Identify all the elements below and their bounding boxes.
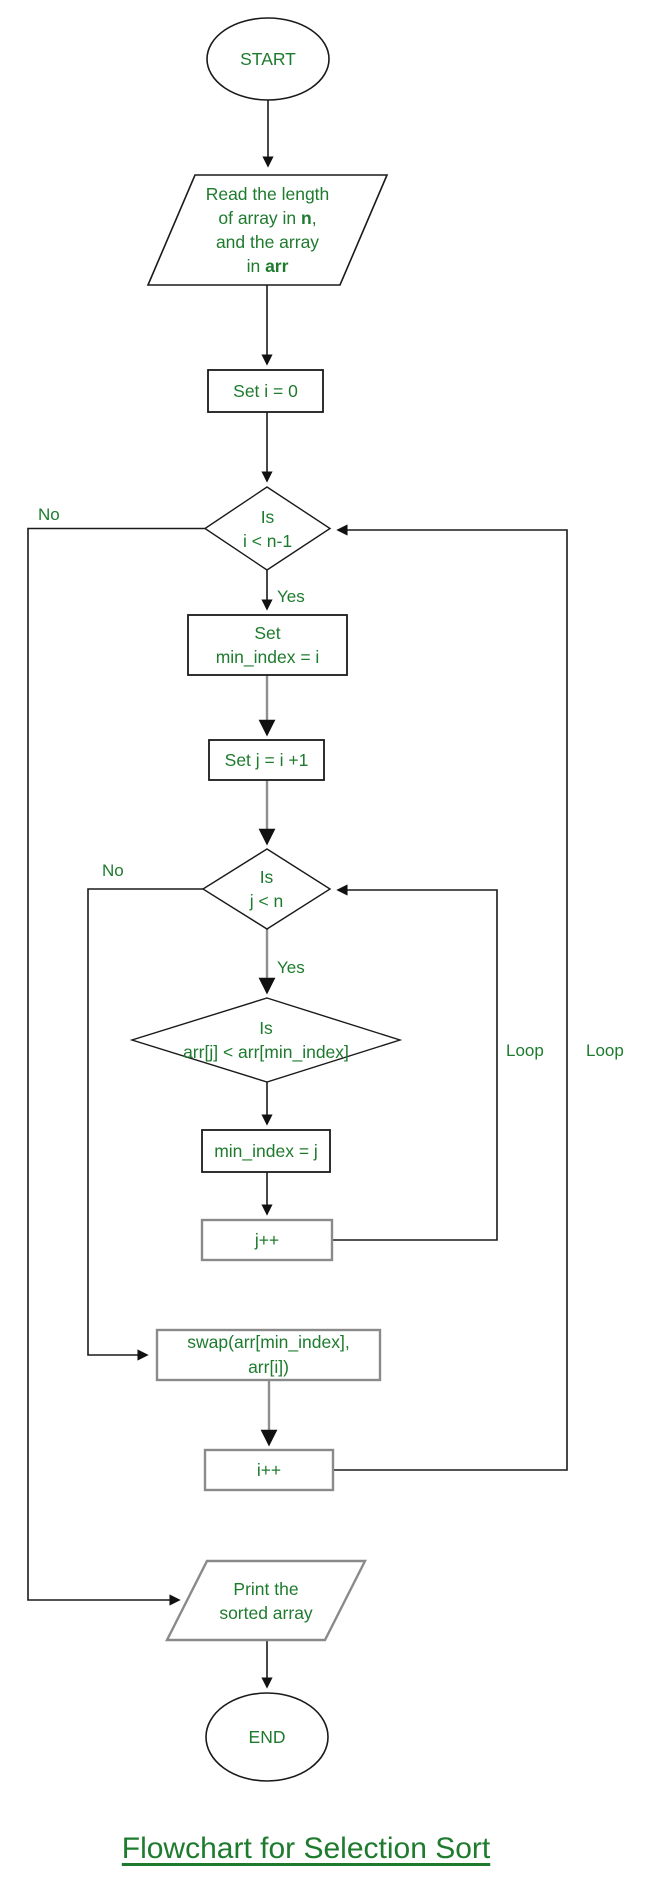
update-min-index-label: min_index = j bbox=[214, 1141, 318, 1161]
end-ellipse bbox=[205, 1692, 329, 1782]
set-min-index-rect bbox=[187, 614, 348, 676]
set-i-label: Set i = 0 bbox=[233, 381, 298, 401]
set-j-rect bbox=[208, 739, 325, 781]
outer-no-label: No bbox=[38, 505, 60, 524]
edge-inner-loop-line bbox=[332, 884, 498, 1241]
inner-condition-diamond bbox=[201, 848, 332, 930]
edge-inner-no-line bbox=[87, 888, 203, 1361]
inner-condition-label: Is j < n bbox=[249, 867, 284, 911]
start-label: START bbox=[240, 49, 296, 69]
read-input-label: Read the length of array in n, and the a… bbox=[205, 184, 330, 276]
update-min-index-rect bbox=[201, 1129, 331, 1173]
outer-loop-label: Loop bbox=[586, 1041, 624, 1060]
increment-j-label: j++ bbox=[254, 1230, 280, 1250]
set-j-label: Set j = i +1 bbox=[224, 750, 309, 770]
increment-i-label: i++ bbox=[256, 1460, 282, 1480]
outer-yes-label: Yes bbox=[277, 587, 305, 606]
print-output-parallelogram bbox=[165, 1559, 367, 1642]
page-title: Flowchart for Selection Sort bbox=[121, 1832, 491, 1865]
swap-rect bbox=[155, 1328, 382, 1382]
end-label: END bbox=[248, 1727, 286, 1747]
increment-i-rect bbox=[203, 1448, 335, 1492]
inner-yes-label: Yes bbox=[277, 958, 305, 977]
print-output-label: Print the sorted array bbox=[219, 1578, 313, 1623]
inner-loop-label: Loop bbox=[506, 1041, 544, 1060]
inner-no-label: No bbox=[102, 861, 124, 880]
outer-condition-label: Is i < n-1 bbox=[242, 506, 293, 551]
read-input-parallelogram bbox=[146, 174, 389, 286]
increment-j-rect bbox=[200, 1218, 334, 1262]
compare-condition-label: Is arr[j] < arr[min_index] bbox=[183, 1018, 349, 1062]
set-i-rect bbox=[207, 369, 324, 413]
start-ellipse bbox=[206, 17, 330, 101]
set-min-index-label: Set min_index = i bbox=[215, 623, 320, 667]
compare-condition-diamond bbox=[129, 997, 403, 1083]
edge-outer-no-line bbox=[27, 527, 205, 1606]
swap-label: swap(arr[min_index], arr[i]) bbox=[187, 1332, 350, 1377]
outer-condition-diamond bbox=[203, 486, 332, 571]
edge-outer-loop-line bbox=[333, 524, 568, 1471]
